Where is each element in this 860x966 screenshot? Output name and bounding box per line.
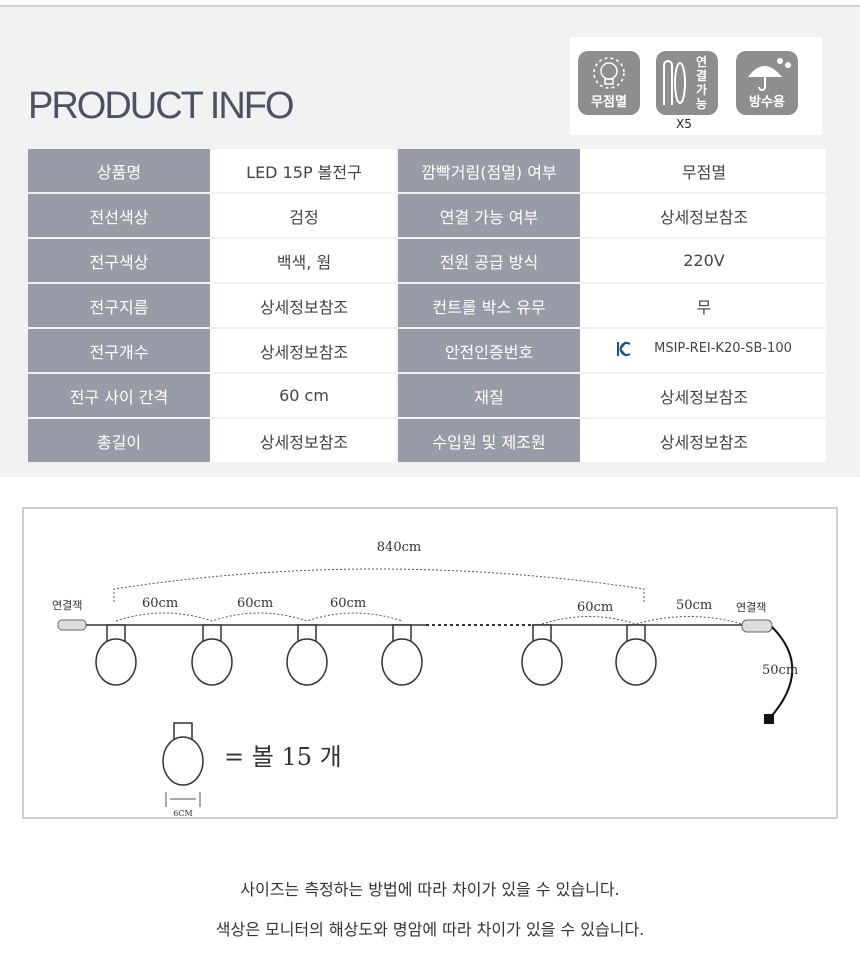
spec-value: 상세정보참조 (212, 419, 398, 462)
plug-icon (764, 714, 774, 724)
spec-value: 무점멸 (582, 149, 828, 192)
bulb-icon (286, 624, 328, 686)
spacing-label: 60cm (577, 600, 613, 615)
spec-label: 재질 (398, 374, 582, 417)
spec-label: 깜빡거림(점멸) 여부 (398, 149, 582, 192)
waterproof-badge: 방수용 (736, 51, 798, 115)
bulb-count-legend: = 볼 15 개 (224, 743, 342, 771)
right-connector-icon (741, 619, 773, 633)
no-blink-badge: 무점멸 (578, 51, 640, 115)
cord-length-label: 50cm (762, 663, 798, 678)
end-spacing-label: 50cm (676, 598, 712, 613)
left-connector-icon (57, 619, 87, 631)
spec-value: 상세정보참조 (582, 194, 828, 237)
total-length-label: 840cm (377, 540, 421, 555)
spec-value: 60 cm (212, 374, 398, 417)
spacing-label: 60cm (330, 596, 366, 611)
spec-label: 컨트롤 박스 유무 (398, 284, 582, 327)
spec-label: 안전인증번호 (398, 329, 582, 372)
spec-value: MSIP-REI-K20-SB-100 (582, 329, 828, 372)
certification-number: MSIP-REI-K20-SB-100 (654, 341, 792, 356)
spec-label: 전선색상 (28, 194, 212, 237)
spec-label: 전구 사이 간격 (28, 374, 212, 417)
spec-value: 백색, 웜 (212, 239, 398, 282)
color-notice: 색상은 모니터의 해상도와 명암에 따라 차이가 있을 수 있습니다. (215, 920, 645, 939)
spec-label: 전구개수 (28, 329, 212, 372)
spec-label: 수입원 및 제조원 (398, 419, 582, 462)
spec-value: 상세정보참조 (212, 329, 398, 372)
umbrella-icon (748, 58, 791, 91)
bulb-icon (593, 57, 625, 89)
spec-value: 무 (582, 284, 828, 327)
connectable-badge: 연결가능 (656, 51, 718, 115)
size-diagram: 840cm 연결잭 연결잭 50cm 60cm 60cm 60cm 60cm 5… (22, 507, 838, 819)
bulb-icon (381, 624, 423, 686)
connect-icon (663, 60, 686, 105)
connect-count: X5 (676, 117, 692, 131)
kc-mark-icon (617, 340, 631, 357)
spec-label: 총길이 (28, 419, 212, 462)
spacing-label: 60cm (142, 596, 178, 611)
bulb-icon (191, 624, 233, 686)
page-title: PRODUCT INFO (28, 85, 295, 127)
total-length-bracket (113, 568, 645, 602)
bulb-icon (615, 624, 657, 686)
spec-value: 상세정보참조 (582, 419, 828, 462)
left-connector-label: 연결잭 (52, 599, 82, 612)
bulb-icon (95, 624, 137, 686)
spacing-label: 60cm (237, 596, 273, 611)
spec-label: 전원 공급 방식 (398, 239, 582, 282)
bulb-width-label: 6CM (173, 809, 192, 817)
spec-value: 220V (582, 239, 828, 282)
legend-bulb-icon (162, 722, 204, 786)
spec-value: 검정 (212, 194, 398, 237)
right-connector-label: 연결잭 (736, 601, 766, 614)
spec-value: LED 15P 볼전구 (212, 149, 398, 192)
spec-value: 상세정보참조 (212, 284, 398, 327)
spec-label: 상품명 (28, 149, 212, 192)
size-notice: 사이즈는 측정하는 방법에 따라 차이가 있을 수 있습니다. (240, 880, 620, 899)
spec-label: 연결 가능 여부 (398, 194, 582, 237)
bulb-icon (521, 624, 563, 686)
spec-label: 전구지름 (28, 284, 212, 327)
spec-value: 상세정보참조 (582, 374, 828, 417)
spec-label: 전구색상 (28, 239, 212, 282)
feature-badges: 무점멸 연결가능 X5 방수용 (570, 37, 822, 135)
